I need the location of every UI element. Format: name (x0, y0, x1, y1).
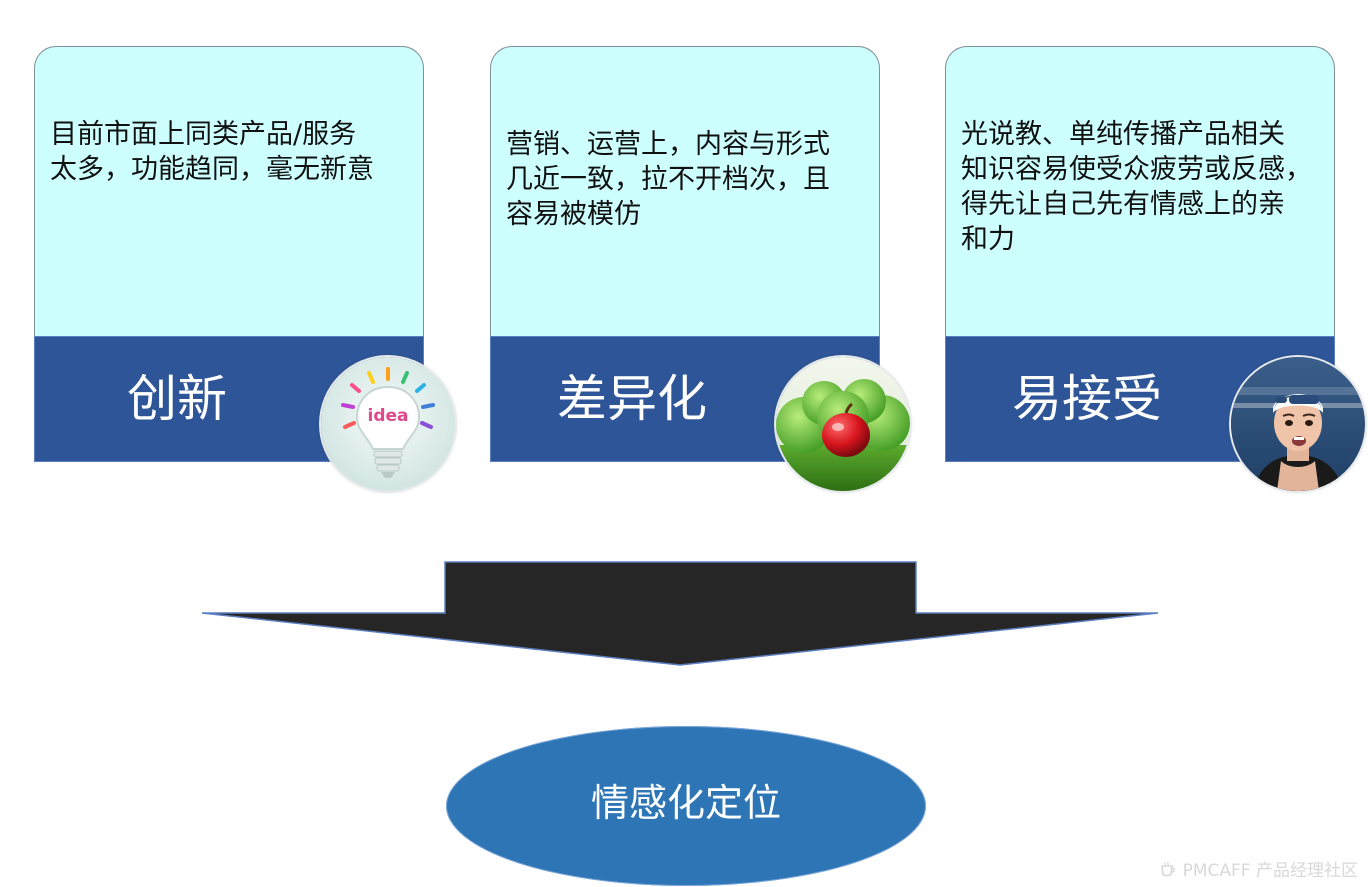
card-easy-acceptance: 光说教、单纯传播产品相关 知识容易使受众疲劳或反感， 得先让自己先有情感上的亲 … (945, 46, 1335, 462)
cup-icon (1160, 861, 1175, 876)
watermark-text: PMCAFF 产品经理社区 (1182, 861, 1358, 881)
watermark: PMCAFF 产品经理社区 (1159, 856, 1358, 881)
card-label: 易接受 (1012, 370, 1162, 428)
card-label: 创新 (127, 370, 227, 428)
emotional-positioning-ellipse: 情感化定位 (446, 726, 926, 886)
card-description: 光说教、单纯传播产品相关 知识容易使受众疲劳或反感， 得先让自己先有情感上的亲 … (961, 119, 1312, 255)
ellipse-label: 情感化定位 (590, 781, 781, 825)
swimmer-photo (1231, 357, 1365, 491)
card-label: 差异化 (557, 370, 707, 428)
card-description-box: 营销、运营上，内容与形式 几近一致，拉不开档次，且 容易被模仿 (490, 46, 880, 336)
card-description-box: 光说教、单纯传播产品相关 知识容易使受众疲劳或反感， 得先让自己先有情感上的亲 … (945, 46, 1335, 336)
card-description: 营销、运营上，内容与形式 几近一致，拉不开档次，且 容易被模仿 (506, 129, 830, 230)
apples-image (776, 357, 910, 491)
card-description-box: 目前市面上同类产品/服务 太多，功能趋同，毫无新意 (34, 46, 424, 336)
idea-text: idea (368, 406, 409, 426)
lightbulb-idea-icon: idea (321, 357, 455, 491)
card-description: 目前市面上同类产品/服务 太多，功能趋同，毫无新意 (50, 119, 374, 185)
